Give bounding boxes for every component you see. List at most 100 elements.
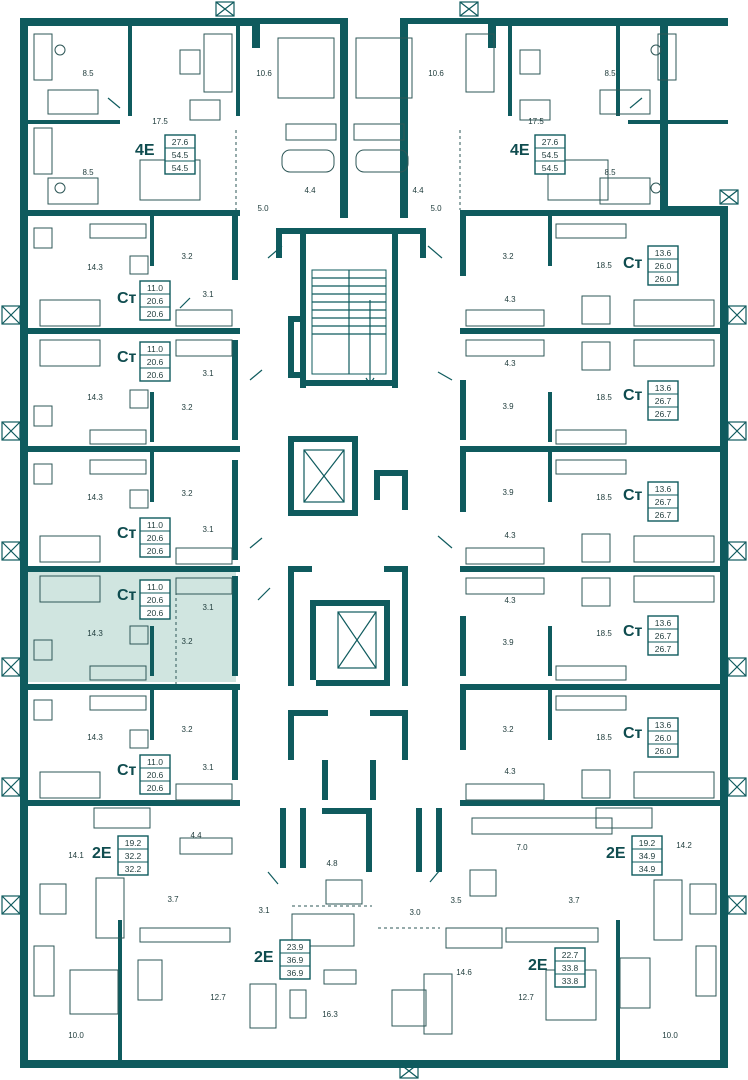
living-area-value: 23.9 xyxy=(287,942,304,952)
room-area-label: 18.5 xyxy=(596,733,612,742)
unit-area-box xyxy=(554,947,586,988)
total-area-with-balcony-value: 20.6 xyxy=(147,608,164,618)
living-area-value: 11.0 xyxy=(147,344,163,354)
unit-area-box xyxy=(117,835,149,876)
total-area-value: 54.5 xyxy=(172,150,189,160)
living-area-value: 22.7 xyxy=(562,950,579,960)
total-area-value: 32.2 xyxy=(125,851,142,861)
total-area-value: 20.6 xyxy=(147,595,164,605)
total-area-value: 20.6 xyxy=(147,357,164,367)
total-area-value: 36.9 xyxy=(287,955,304,965)
room-area-label: 4.3 xyxy=(504,767,516,776)
room-area-label: 3.1 xyxy=(202,369,214,378)
living-area-value: 19.2 xyxy=(639,838,656,848)
total-area-value: 26.0 xyxy=(655,733,672,743)
room-area-label: 10.0 xyxy=(662,1031,678,1040)
room-area-label: 14.3 xyxy=(87,629,103,638)
living-area-value: 27.6 xyxy=(172,137,189,147)
room-area-label: 17.5 xyxy=(528,117,544,126)
room-area-label: 3.2 xyxy=(181,403,193,412)
total-area-with-balcony-value: 33.8 xyxy=(562,976,579,986)
unit-type-label: 2Е xyxy=(606,845,626,862)
door-swings xyxy=(107,97,643,885)
room-area-label: 14.6 xyxy=(456,968,472,977)
room-area-label: 7.0 xyxy=(516,843,528,852)
total-area-with-balcony-value: 20.6 xyxy=(147,370,164,380)
selected-unit-highlight[interactable] xyxy=(26,572,236,682)
living-area-value: 13.6 xyxy=(655,383,672,393)
room-area-label: 17.5 xyxy=(152,117,168,126)
total-area-with-balcony-value: 54.5 xyxy=(172,163,189,173)
room-area-label: 10.6 xyxy=(428,69,444,78)
total-area-value: 20.6 xyxy=(147,770,164,780)
unit-type-label: Ст xyxy=(623,725,643,742)
total-area-with-balcony-value: 26.7 xyxy=(655,409,672,419)
total-area-value: 33.8 xyxy=(562,963,579,973)
room-area-label: 3.1 xyxy=(202,525,214,534)
room-area-label: 3.1 xyxy=(202,290,214,299)
room-area-label: 12.7 xyxy=(210,993,226,1002)
unit-summary[interactable]: 2Е 19.2 32.2 32.2 xyxy=(92,835,149,876)
unit-summary[interactable]: 4Е 27.6 54.5 54.5 xyxy=(135,134,196,175)
living-area-value: 13.6 xyxy=(655,618,672,628)
room-area-label: 3.1 xyxy=(202,763,214,772)
room-area-label: 5.0 xyxy=(430,204,442,213)
room-area-label: 18.5 xyxy=(596,393,612,402)
unit-area-box xyxy=(279,939,311,980)
room-area-label: 3.2 xyxy=(181,252,193,261)
room-area-label: 3.2 xyxy=(181,489,193,498)
unit-area-box xyxy=(164,134,196,175)
room-area-label: 14.3 xyxy=(87,393,103,402)
room-area-label: 18.5 xyxy=(596,261,612,270)
unit-area-box xyxy=(139,579,171,620)
room-area-label: 4.4 xyxy=(412,186,424,195)
room-area-label: 3.9 xyxy=(502,488,514,497)
unit-area-box xyxy=(647,717,679,758)
unit-type-label: 2Е xyxy=(92,845,112,862)
room-area-label: 8.5 xyxy=(82,69,94,78)
living-area-value: 19.2 xyxy=(125,838,142,848)
unit-area-box xyxy=(534,134,566,175)
room-area-label: 4.3 xyxy=(504,295,516,304)
unit-type-label: 2Е xyxy=(254,949,274,966)
living-area-value: 27.6 xyxy=(542,137,559,147)
living-area-value: 13.6 xyxy=(655,484,672,494)
total-area-with-balcony-value: 20.6 xyxy=(147,783,164,793)
room-area-label: 14.3 xyxy=(87,493,103,502)
total-area-with-balcony-value: 54.5 xyxy=(542,163,559,173)
total-area-with-balcony-value: 26.0 xyxy=(655,274,672,284)
room-area-label: 3.2 xyxy=(502,252,514,261)
living-area-value: 13.6 xyxy=(655,248,672,258)
room-area-label: 3.5 xyxy=(450,896,462,905)
left-unit-walls xyxy=(20,26,240,1060)
unit-area-box xyxy=(139,754,171,795)
unit-type-label: Ст xyxy=(117,762,137,779)
unit-type-label: 4Е xyxy=(135,142,155,159)
unit-type-label: 4Е xyxy=(510,142,530,159)
total-area-with-balcony-value: 26.7 xyxy=(655,510,672,520)
unit-type-label: Ст xyxy=(623,255,643,272)
total-area-value: 20.6 xyxy=(147,296,164,306)
unit-summary[interactable]: 2Е 23.9 36.9 36.9 xyxy=(254,939,311,980)
total-area-with-balcony-value: 36.9 xyxy=(287,968,304,978)
right-unit-walls xyxy=(460,26,728,1060)
total-area-with-balcony-value: 32.2 xyxy=(125,864,142,874)
room-area-label: 4.3 xyxy=(504,596,516,605)
